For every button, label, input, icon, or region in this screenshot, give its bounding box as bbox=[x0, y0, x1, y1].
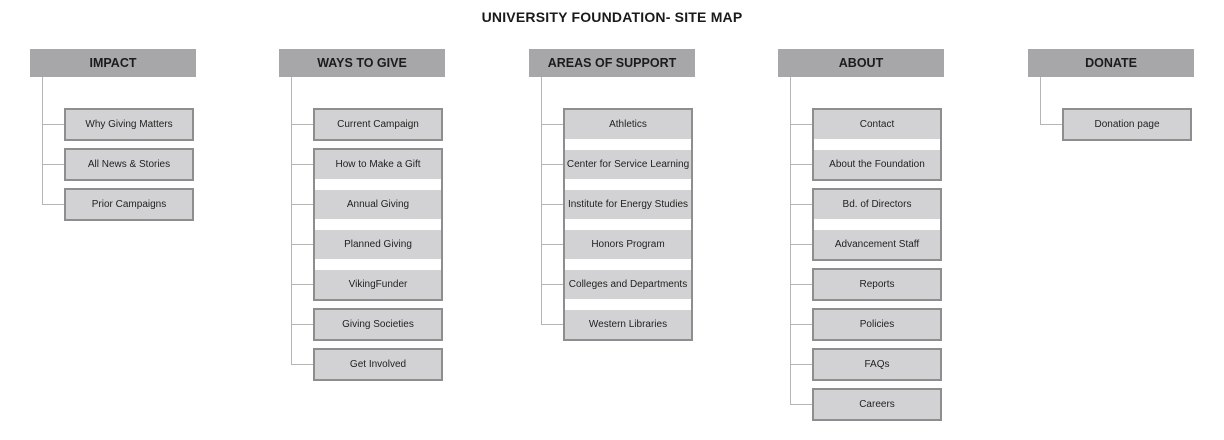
column-donate: DONATE Donation page bbox=[1028, 0, 1198, 440]
connector-line bbox=[291, 204, 313, 205]
connector-line bbox=[790, 164, 812, 165]
page-western-libraries[interactable]: Western Libraries bbox=[565, 309, 691, 339]
page-how-to-make-a-gift[interactable]: How to Make a Gift bbox=[315, 149, 441, 179]
connector-line bbox=[541, 124, 563, 125]
connector-line bbox=[291, 364, 313, 365]
page-giving-societies[interactable]: Giving Societies bbox=[315, 309, 441, 339]
trunk-line bbox=[42, 77, 43, 205]
page-contact[interactable]: Contact bbox=[814, 109, 940, 139]
page-why-giving-matters[interactable]: Why Giving Matters bbox=[66, 109, 192, 139]
connector-line bbox=[541, 164, 563, 165]
page-faqs[interactable]: FAQs bbox=[814, 349, 940, 379]
trunk-line bbox=[541, 77, 542, 325]
connector-line bbox=[291, 244, 313, 245]
connector-line bbox=[790, 404, 812, 405]
page-group: Why Giving Matters bbox=[64, 107, 194, 141]
column-header[interactable]: IMPACT bbox=[30, 49, 196, 77]
connector-line bbox=[790, 324, 812, 325]
connector-line bbox=[42, 124, 64, 125]
connector-line bbox=[291, 124, 313, 125]
page-center-for-service-learning[interactable]: Center for Service Learning bbox=[565, 149, 691, 179]
column-header[interactable]: ABOUT bbox=[778, 49, 944, 77]
connector-line bbox=[790, 284, 812, 285]
page-get-involved[interactable]: Get Involved bbox=[315, 349, 441, 379]
page-advancement-staff[interactable]: Advancement Staff bbox=[814, 229, 940, 259]
page-current-campaign[interactable]: Current Campaign bbox=[315, 109, 441, 139]
connector-line bbox=[541, 204, 563, 205]
page-group: Policies bbox=[812, 307, 942, 341]
page-bd-of-directors[interactable]: Bd. of Directors bbox=[814, 189, 940, 219]
column-header[interactable]: DONATE bbox=[1028, 49, 1194, 77]
page-group: Prior Campaigns bbox=[64, 187, 194, 221]
trunk-line bbox=[1040, 77, 1041, 125]
page-reports[interactable]: Reports bbox=[814, 269, 940, 299]
connector-line bbox=[790, 124, 812, 125]
page-athletics[interactable]: Athletics bbox=[565, 109, 691, 139]
page-group: FAQs bbox=[812, 347, 942, 381]
connector-line bbox=[1040, 124, 1062, 125]
page-title: UNIVERSITY FOUNDATION- SITE MAP bbox=[481, 9, 743, 25]
connector-line bbox=[790, 204, 812, 205]
page-group: Get Involved bbox=[313, 347, 443, 381]
page-group: Reports bbox=[812, 267, 942, 301]
column-header[interactable]: WAYS TO GIVE bbox=[279, 49, 445, 77]
connector-line bbox=[541, 324, 563, 325]
page-all-news-and-stories[interactable]: All News & Stories bbox=[66, 149, 192, 179]
column-header[interactable]: AREAS OF SUPPORT bbox=[529, 49, 695, 77]
page-colleges-and-departments[interactable]: Colleges and Departments bbox=[565, 269, 691, 299]
connector-line bbox=[291, 164, 313, 165]
connector-line bbox=[42, 204, 64, 205]
page-group: Careers bbox=[812, 387, 942, 421]
connector-line bbox=[541, 244, 563, 245]
trunk-line bbox=[291, 77, 292, 365]
connector-line bbox=[42, 164, 64, 165]
connector-line bbox=[291, 284, 313, 285]
connector-line bbox=[790, 364, 812, 365]
page-prior-campaigns[interactable]: Prior Campaigns bbox=[66, 189, 192, 219]
page-vikingfunder[interactable]: VikingFunder bbox=[315, 269, 441, 299]
page-group: Giving Societies bbox=[313, 307, 443, 341]
page-annual-giving[interactable]: Annual Giving bbox=[315, 189, 441, 219]
page-careers[interactable]: Careers bbox=[814, 389, 940, 419]
page-about-the-foundation[interactable]: About the Foundation bbox=[814, 149, 940, 179]
connector-line bbox=[541, 284, 563, 285]
connector-line bbox=[291, 324, 313, 325]
page-group: Donation page bbox=[1062, 107, 1192, 141]
page-donation-page[interactable]: Donation page bbox=[1064, 109, 1190, 139]
page-honors-program[interactable]: Honors Program bbox=[565, 229, 691, 259]
page-policies[interactable]: Policies bbox=[814, 309, 940, 339]
page-planned-giving[interactable]: Planned Giving bbox=[315, 229, 441, 259]
trunk-line bbox=[790, 77, 791, 405]
connector-line bbox=[790, 244, 812, 245]
page-institute-for-energy-studies[interactable]: Institute for Energy Studies bbox=[565, 189, 691, 219]
page-group: Current Campaign bbox=[313, 107, 443, 141]
page-group: All News & Stories bbox=[64, 147, 194, 181]
